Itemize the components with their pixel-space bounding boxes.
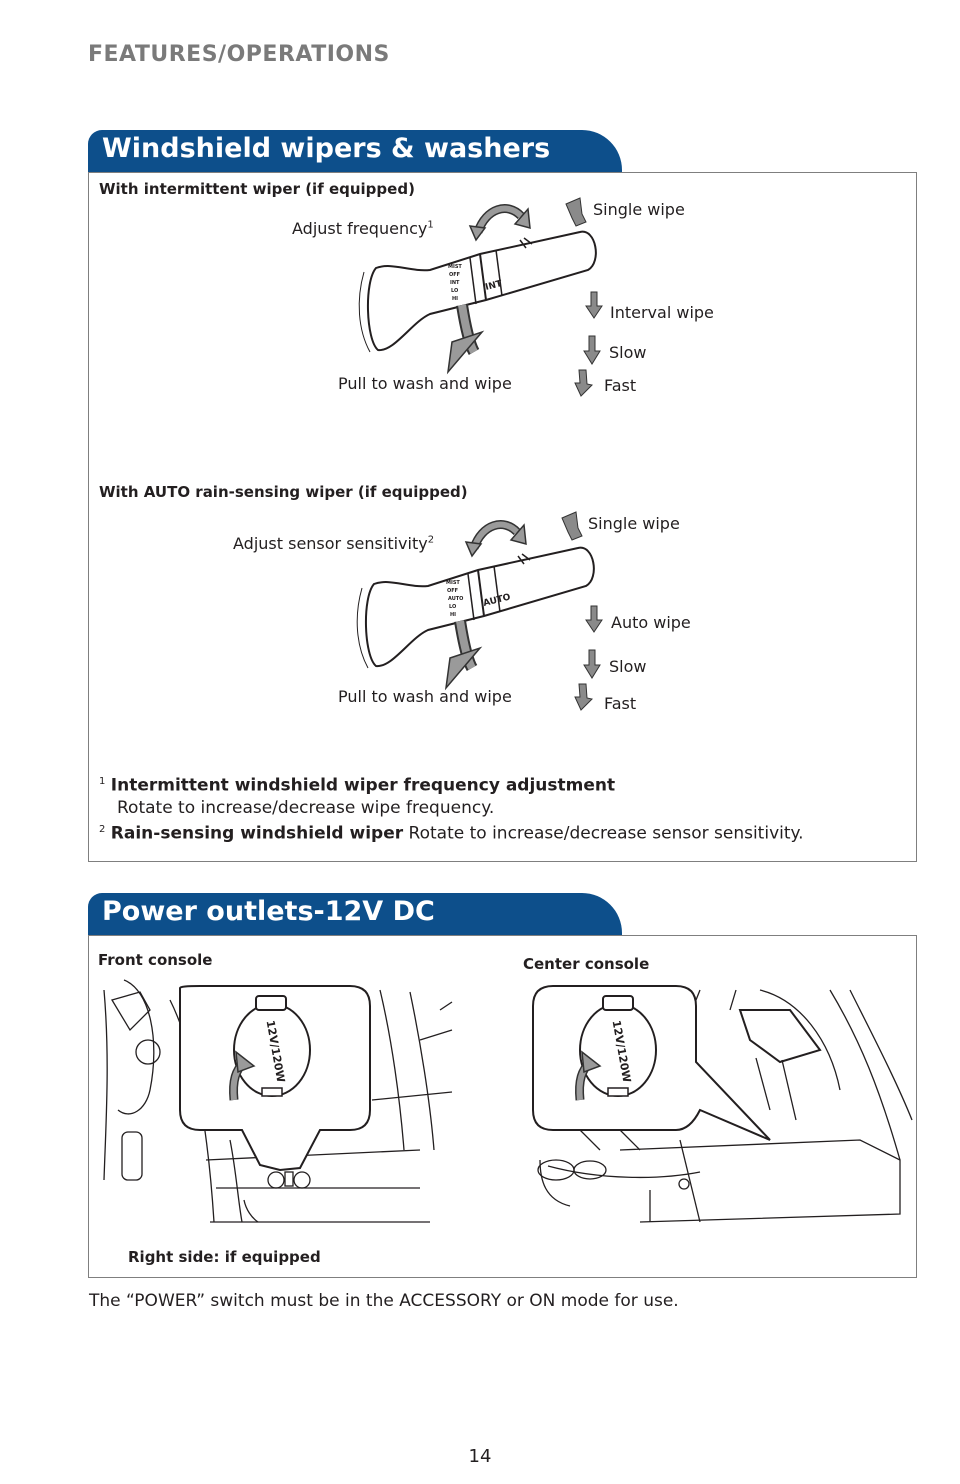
intermittent-subtitle: With intermittent wiper (if equipped) (99, 180, 415, 198)
slow-label: Slow (609, 343, 647, 362)
auto-subtitle: With AUTO rain-sensing wiper (if equippe… (99, 483, 468, 501)
right-side-label: Right side: if equipped (128, 1248, 321, 1266)
adjust-sensitivity-label: Adjust sensor sensitivity2 (233, 534, 435, 553)
wipers-title-tab: Windshield wipers & washers (88, 130, 622, 172)
stalk-mark: OFF (449, 272, 460, 278)
fast-arrow-icon (574, 369, 594, 397)
footnote-ref: 2 (427, 534, 435, 546)
stalk-mark: MIST (448, 264, 462, 270)
auto-wipe-arrow-icon (585, 605, 603, 633)
single-wipe-arrow-icon (565, 197, 587, 227)
stalk-mark: AUTO (448, 596, 463, 602)
pull-to-wash-label: Pull to wash and wipe (338, 374, 512, 393)
slow-arrow-icon (583, 335, 601, 365)
power-title-tab: Power outlets-12V DC (88, 893, 622, 935)
single-wipe-label: Single wipe (593, 200, 685, 219)
slow-arrow-icon (583, 649, 601, 679)
footnote-2: 2 Rain-sensing windshield wiper Rotate t… (99, 823, 804, 844)
page-number: 14 (468, 1446, 492, 1467)
wipers-title: Windshield wipers & washers (102, 133, 551, 164)
fast-label: Fast (604, 376, 637, 395)
footnote-1-text: Rotate to increase/decrease wipe frequen… (117, 797, 495, 818)
outlet-cap-icon: 12V/120W (233, 995, 311, 1097)
fast-label: Fast (604, 694, 637, 713)
pull-arrow-icon (444, 620, 483, 691)
fast-arrow-icon (574, 683, 594, 711)
stalk-mark: LO (451, 288, 458, 294)
stalk-mark: HI (452, 296, 458, 302)
interval-wipe-label: Interval wipe (610, 303, 714, 322)
footnotes: 1 Intermittent windshield wiper frequenc… (99, 771, 909, 844)
footnote-ref: 1 (427, 219, 434, 231)
pull-to-wash-label: Pull to wash and wipe (338, 687, 512, 706)
footnote-1-heading: 1 Intermittent windshield wiper frequenc… (99, 775, 616, 796)
single-wipe-label: Single wipe (588, 514, 680, 533)
interval-wipe-arrow-icon (585, 291, 603, 319)
stalk-mark: INT (450, 280, 460, 286)
outlet-cap-icon: 12V/120W (579, 995, 657, 1097)
stalk-mark: HI (450, 612, 456, 618)
power-title: Power outlets-12V DC (102, 896, 435, 927)
center-console-label: Center console (523, 955, 650, 973)
wiper-stalk-2: AUTO MIST OFF AUTO LO HI (356, 546, 595, 669)
auto-wipe-label: Auto wipe (611, 613, 691, 632)
pull-arrow-icon (446, 304, 485, 375)
stalk-ring-label: INT (484, 279, 504, 293)
rotate-arrow-icon (464, 520, 527, 558)
slow-label: Slow (609, 657, 647, 676)
rotate-arrow-icon (468, 204, 531, 242)
power-note: The “POWER” switch must be in the ACCESS… (89, 1291, 679, 1311)
stalk-mark: MIST (446, 580, 460, 586)
section-heading: FEATURES/OPERATIONS (88, 42, 390, 67)
stalk-mark: LO (449, 604, 456, 610)
rotate-cap-arrow-icon (229, 1050, 256, 1101)
rotate-cap-arrow-icon (575, 1050, 602, 1101)
wiper-stalk-1: INT MIST OFF INT LO HI (358, 230, 597, 353)
adjust-frequency-label: Adjust frequency1 (292, 219, 434, 238)
front-console-label: Front console (98, 951, 213, 969)
stalk-mark: OFF (447, 588, 458, 594)
single-wipe-arrow-icon (561, 511, 583, 541)
